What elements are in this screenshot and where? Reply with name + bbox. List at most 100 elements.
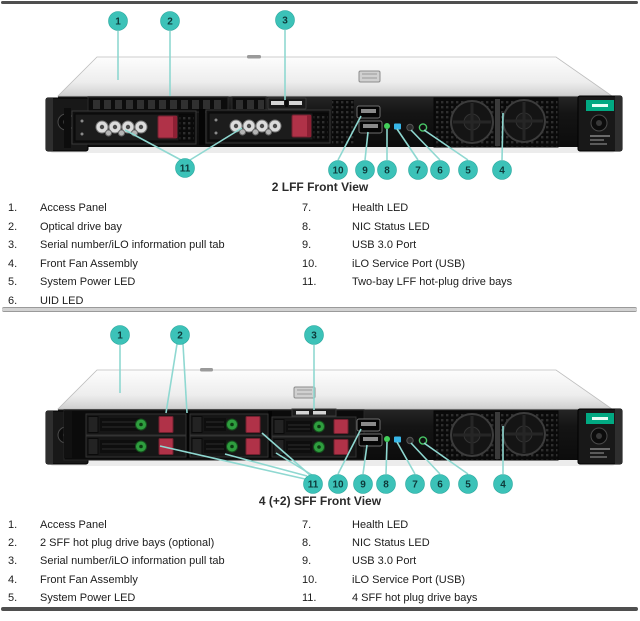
legend-item: 7. Health LED [302,201,632,220]
legend-item-number: 4. [8,257,18,270]
figure1-caption: 2 LFF Front View [271,180,369,194]
svg-text:10: 10 [332,480,344,491]
legend-item: 5. System Power LED [8,591,298,609]
legend-item-number: 11. [302,591,317,604]
legend-item-number: 4. [8,573,18,586]
access-panel-lid [57,369,614,410]
legend-item-label: System Power LED [40,591,136,604]
sff-drive-tray [271,436,357,458]
legend-item: 1. Access Panel [8,201,298,220]
usb-ports [356,418,383,447]
uid-led [394,123,401,130]
svg-text:6: 6 [437,166,443,177]
callout-2: 2 [170,325,190,345]
figure2-legend-right: 7.Health LED 8.NIC Status LED 9.USB 3.0 … [302,518,632,609]
svg-text:4: 4 [500,480,506,491]
optical-drive-bay [87,96,267,113]
carrier-thumbwheels [229,119,282,136]
callout-1: 1 [108,11,128,31]
sff-drive-tray [189,413,269,436]
legend-item: 3.Serial number/iLO information pull tab [8,554,298,572]
legend-item: 3. Serial number/iLO information pull tab [8,238,298,257]
legend-item-label: Front Fan Assembly [40,257,138,270]
legend-item-number: 7. [302,519,312,531]
serial-pull-tab [267,97,307,110]
callout-1: 1 [110,325,130,345]
fan-assembly [433,97,559,148]
health-led [406,123,414,132]
legend-item-label: Access Panel [40,519,107,531]
legend-item: 6.UID LED [8,294,298,313]
drive-release-latch [333,439,349,455]
drive-release-latch [333,419,349,434]
leader-lines [119,343,504,480]
svg-text:8: 8 [384,166,390,177]
legend-item-number: 3. [8,239,18,251]
callout-11: 11 [303,474,323,494]
right-rack-ear [577,408,623,465]
lff-drive-tray [71,110,197,145]
legend-item-label: 4 SFF hot plug drive bays [352,591,478,604]
legend-item-label: Health LED [352,202,409,214]
sff-drive-tray [271,416,357,437]
svg-text:8: 8 [383,480,389,491]
lid-notch [247,55,261,59]
svg-text:5: 5 [465,480,471,491]
legend-item-number: 5. [8,591,18,604]
legend-item: 10.iLO Service Port (USB) [302,257,632,276]
fan-assembly [433,410,559,461]
legend-item-number: 1. [8,202,18,214]
svg-text:11: 11 [308,480,319,491]
uid-led [394,436,401,443]
legend-item-label: Access Panel [40,202,107,214]
lff-drive-tray [205,109,331,144]
callout-6: 6 [430,160,450,180]
callout-3: 3 [304,325,324,345]
top-divider [1,1,638,4]
legend-item-label: USB 3.0 Port [352,239,417,251]
legend-item-number: 6. [8,294,18,307]
legend-item-number: 8. [302,220,312,233]
svg-text:4: 4 [499,166,505,177]
svg-text:7: 7 [415,166,421,177]
svg-text:5: 5 [465,166,471,177]
callout-10: 10 [328,160,348,180]
server-chassis-4sff [45,368,623,466]
carrier-thumbwheels [95,120,148,137]
legend-item: 8. NIC Status LED [302,220,632,239]
svg-text:11: 11 [180,164,191,175]
status-leds [384,123,428,132]
drive-release-latch [245,416,261,433]
health-led [406,436,414,445]
legend-item-label: NIC Status LED [352,220,430,233]
svg-text:1: 1 [117,331,123,342]
legend-item: 11.Two-bay LFF hot-plug drive bays [302,275,632,294]
legend-item-number: 9. [302,239,312,251]
legend-item: 9. USB 3.0 Port [302,238,632,257]
callout-7: 7 [405,474,425,494]
legend-item: 5.System Power LED [8,275,298,294]
legend-item-label: Optical drive bay [40,220,122,233]
legend-item-label: Serial number/iLO information pull tab [40,239,225,251]
svg-text:2: 2 [177,331,183,342]
drive-release-latch [245,438,261,455]
vent-strip [332,100,354,145]
svg-text:6: 6 [437,480,443,491]
svg-text:7: 7 [412,480,418,491]
callout-10: 10 [328,474,348,494]
legend-item: 1.Access Panel [8,518,298,536]
right-rack-ear [577,95,623,152]
legend-item-number: 2. [8,220,18,233]
sff-drive-tray [189,435,269,458]
figure1-legend-right: 7. Health LED 8. NIC Status LED 9. USB 3.0 … [302,201,632,294]
sff-drive-tray [85,435,187,458]
lid-latch [358,70,381,83]
callout-4: 4 [493,474,513,494]
power-led [384,123,390,129]
legend-item-number: 7. [302,202,312,214]
section-divider [2,307,637,312]
svg-text:9: 9 [362,166,368,177]
callout-4: 4 [492,160,512,180]
serial-pull-tab [291,408,337,417]
